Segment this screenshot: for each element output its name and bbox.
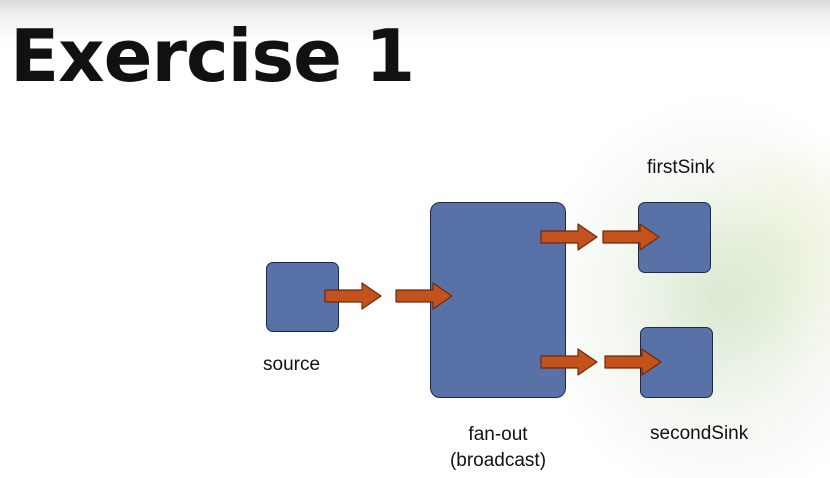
fan-out-to-first-arrow xyxy=(540,223,598,251)
source-label: source xyxy=(263,354,321,375)
second-sink-label: secondSink xyxy=(650,423,749,444)
first-sink-in-arrow xyxy=(602,223,660,251)
fan-out-to-second-arrow xyxy=(540,348,598,376)
second-sink-in-arrow xyxy=(604,348,662,376)
fan-out-label-line2: (broadcast) xyxy=(449,450,547,471)
source-out-arrow xyxy=(324,282,382,310)
slide-title: Exercise 1 xyxy=(10,14,415,98)
fan-out-in-arrow xyxy=(395,282,453,310)
first-sink-label: firstSink xyxy=(647,157,715,178)
fan-out-label: fan-out (broadcast) xyxy=(430,422,566,474)
fan-out-label-line1: fan-out xyxy=(468,424,528,445)
